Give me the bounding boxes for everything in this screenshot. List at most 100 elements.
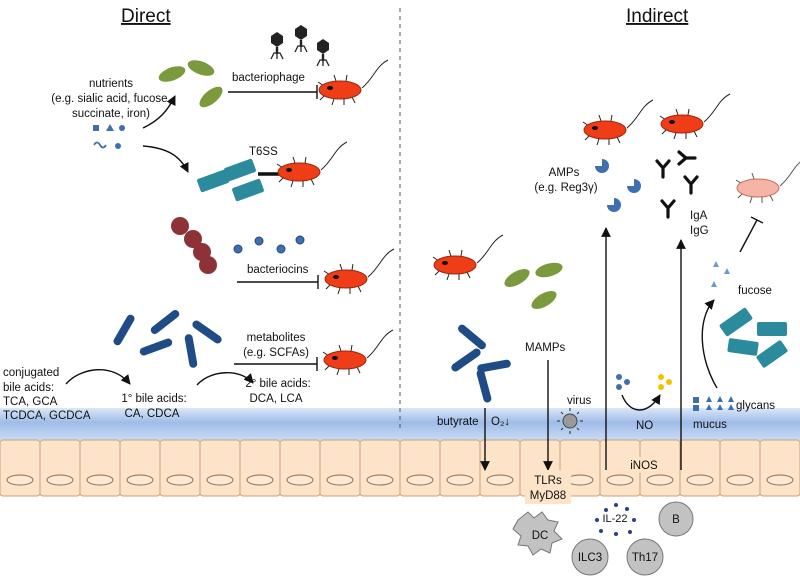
svg-text:TCDCA, GCDCA: TCDCA, GCDCA (3, 410, 91, 422)
bacteriocin-molecules-icon (233, 235, 305, 254)
svg-text:(e.g. Reg3γ): (e.g. Reg3γ) (534, 182, 597, 194)
svg-text:iNOS: iNOS (630, 460, 658, 472)
epithelial-cell (719, 439, 761, 497)
svg-text:bile acids:: bile acids: (3, 382, 54, 394)
epithelial-cell (199, 439, 241, 497)
nutrient-arrow-upper (142, 95, 176, 129)
fucose-inhibition (739, 216, 764, 253)
virus-icon (557, 408, 583, 434)
ilc3-cell: ILC3 (571, 538, 609, 576)
epithelial-cell (79, 439, 121, 497)
bile-acid-arrow-1 (65, 369, 131, 385)
svg-text:MyD88: MyD88 (530, 490, 566, 502)
luminal-pathogen-left (432, 234, 504, 281)
nutrients-label: nutrients (e.g. sialic acid, fucose, suc… (51, 78, 171, 120)
epithelial-cell (279, 439, 321, 497)
bacteriophage-icon (270, 24, 330, 67)
il22-label: IL-22 (602, 513, 627, 525)
svg-text:2° bile acids:: 2° bile acids: (245, 378, 310, 390)
glycans-icon (693, 396, 734, 411)
svg-text:(e.g. sialic acid, fucose,: (e.g. sialic acid, fucose, (51, 93, 171, 105)
svg-text:TCA, GCA: TCA, GCA (3, 396, 58, 408)
epithelial-cell (39, 439, 81, 497)
fucose-molecules-icon (711, 261, 730, 287)
green-commensal-bacteria-icon-2 (504, 262, 563, 309)
pathogen-target-2 (276, 141, 348, 188)
metabolites-label: metabolites (e.g. SCFAs) (243, 332, 309, 359)
pathogen-target-3 (323, 248, 395, 295)
luminal-pathogen-top-1 (582, 99, 654, 146)
teal-commensal-bacteria-icon (719, 307, 788, 368)
inhibited-pathogen (735, 157, 800, 204)
iga-label: IgA (690, 210, 708, 222)
svg-text:Th17: Th17 (632, 552, 658, 564)
svg-text:metabolites: metabolites (247, 332, 306, 344)
mamps-label: MAMPs (525, 342, 566, 354)
svg-text:DCA, LCA: DCA, LCA (249, 393, 302, 405)
bacteriophage-label: bacteriophage (232, 72, 305, 84)
amps-label: AMPs (e.g. Reg3γ) (534, 167, 597, 194)
nutrient-molecules-icon (93, 124, 125, 149)
pathogen-target-4 (322, 329, 394, 376)
epithelial-cell (679, 439, 721, 497)
svg-text:B: B (672, 514, 680, 526)
b-cell: B (658, 501, 694, 537)
nutrient-arrow-lower (142, 145, 189, 173)
epithelial-cell (399, 439, 441, 497)
epithelial-cell (239, 439, 281, 497)
luminal-pathogen-top-2 (659, 93, 731, 140)
bacteriocins-inhibition (237, 275, 319, 289)
t6ss-teal-commensals-icon (197, 158, 264, 202)
inos-label: iNOS (626, 457, 662, 473)
epithelial-cell (359, 439, 401, 497)
butyrate-label: butyrate (437, 416, 479, 428)
th17-cell: Th17 (626, 538, 664, 576)
svg-text:succinate, iron): succinate, iron) (72, 108, 150, 120)
svg-text:1° bile acids:: 1° bile acids: (121, 393, 186, 405)
epithelial-cell (159, 439, 201, 497)
bacteriocins-label: bacteriocins (247, 264, 309, 276)
no-molecules-icon (616, 374, 672, 390)
indirect-header: Indirect (626, 6, 689, 27)
il22-icon (595, 503, 636, 536)
svg-text:DC: DC (532, 530, 549, 542)
antibody-icons (655, 150, 699, 219)
conjugated-bile-acids-label: conjugated bile acids: TCA, GCA TCDCA, G… (3, 367, 91, 422)
intestinal-epithelium (0, 439, 800, 497)
svg-text:nutrients: nutrients (89, 78, 133, 90)
amp-molecules-icon (595, 159, 641, 212)
tlrs-label-box: TLRs MyD88 (525, 470, 571, 504)
epithelial-cell (479, 439, 521, 497)
fucose-label: fucose (738, 285, 772, 297)
navy-commensal-rods-icon-2 (451, 324, 511, 403)
svg-text:AMPs: AMPs (549, 167, 580, 179)
no-arrow (621, 394, 661, 411)
svg-text:(e.g. SCFAs): (e.g. SCFAs) (243, 347, 309, 359)
svg-text:ILC3: ILC3 (578, 552, 602, 564)
oxygen-label: O₂↓ (491, 416, 510, 428)
bacteriophage-inhibition (228, 85, 318, 99)
glycans-label: glycans (736, 400, 775, 412)
dendritic-cell: DC (512, 511, 563, 556)
igg-label: IgG (690, 225, 709, 237)
pathogen-target-1 (317, 59, 389, 106)
bile-acid-arrow-2 (196, 372, 254, 386)
secondary-bile-acids-label: 2° bile acids: DCA, LCA (245, 378, 310, 405)
epithelial-cell (0, 439, 41, 497)
glycan-to-fucose-arrow (701, 299, 718, 389)
navy-commensal-rods-icon (113, 309, 222, 368)
virus-label: virus (567, 395, 592, 407)
epithelial-cell (759, 439, 800, 497)
green-commensal-bacteria-icon (158, 60, 223, 108)
t6ss-label: T6SS (249, 146, 278, 158)
svg-text:CA, CDCA: CA, CDCA (125, 408, 180, 420)
maroon-commensal-chain-icon (171, 217, 217, 274)
svg-text:conjugated: conjugated (3, 367, 59, 379)
svg-text:TLRs: TLRs (534, 475, 562, 487)
epithelial-cell (119, 439, 161, 497)
mucus-label: mucus (693, 419, 727, 431)
direct-header: Direct (121, 6, 171, 27)
metabolites-inhibition (234, 357, 318, 371)
no-label: NO (636, 420, 653, 432)
